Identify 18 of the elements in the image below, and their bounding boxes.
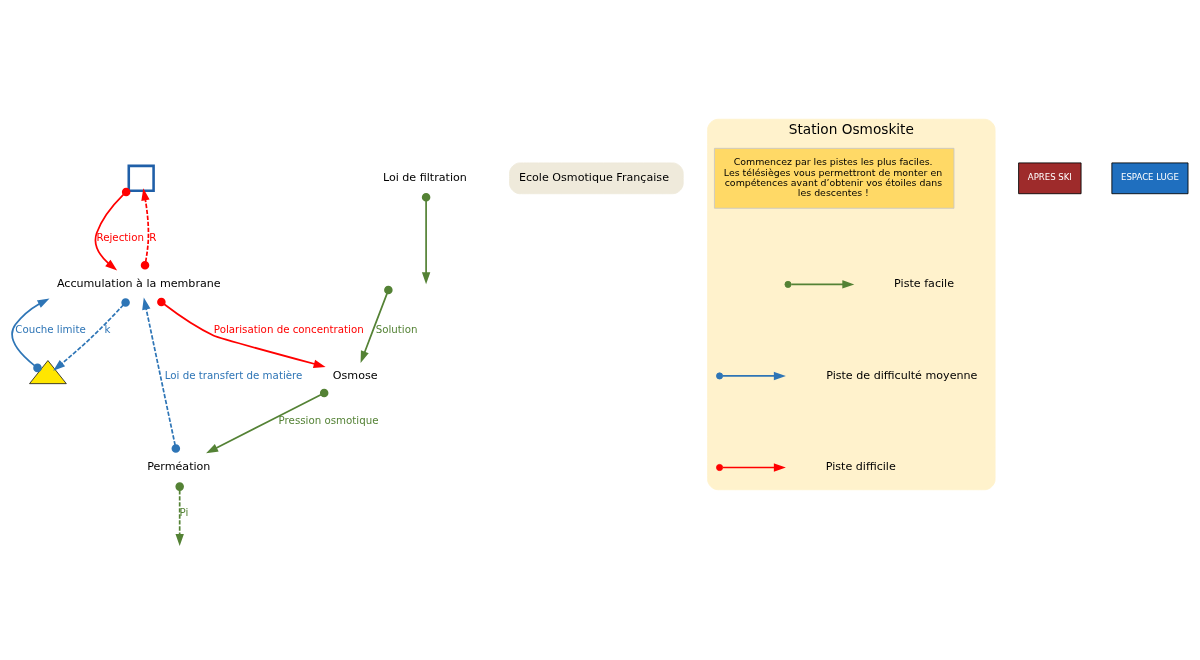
edge-label: Solution: [375, 322, 418, 335]
edge-label: R: [149, 230, 157, 243]
legend-label: Piste de difficulté moyenne: [826, 368, 978, 382]
edge-label: Loi de transfert de matière: [164, 368, 303, 381]
legend-label: Piste facile: [894, 276, 955, 290]
label: APRES SKI: [1027, 171, 1072, 182]
edge-label: k: [104, 322, 111, 335]
node-text: Accumulation à la membrane: [56, 276, 221, 290]
edge-label: Pression osmotique: [278, 413, 379, 426]
edge-label: Pi: [179, 505, 189, 518]
edge-label: Couche limite: [15, 322, 86, 335]
legend-label: Piste difficile: [825, 459, 896, 473]
node-text: Perméation: [147, 459, 211, 473]
node-text: Osmose: [332, 368, 378, 382]
edge-label: Rejection: [96, 230, 144, 243]
label: ESPACE LUGE: [1121, 171, 1179, 182]
edge-label: Polarisation de concentration: [213, 322, 364, 335]
node-text: Loi de filtration: [382, 170, 467, 184]
